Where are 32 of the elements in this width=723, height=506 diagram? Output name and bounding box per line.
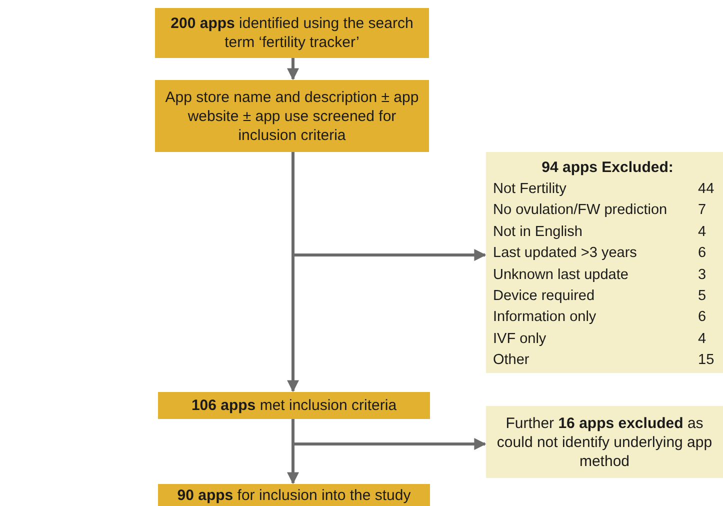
process-box xyxy=(155,80,429,152)
count-text: 3 xyxy=(698,266,708,285)
reason-text: IVF only xyxy=(493,330,548,349)
box-text: 90 apps for inclusion into the study xyxy=(177,486,411,504)
count-text: 7 xyxy=(698,201,708,220)
arrow xyxy=(287,58,299,80)
box-heading: 94 apps Excluded: xyxy=(542,158,674,178)
count-text: 4 xyxy=(698,330,708,349)
reason-text: Other xyxy=(493,351,530,370)
count-text: 15 xyxy=(698,351,716,370)
count-text: 5 xyxy=(698,287,708,306)
reason-text: Device required xyxy=(493,287,596,306)
reason-text: Not in English xyxy=(493,222,584,242)
reason-text: Last updated >3 years xyxy=(493,244,638,264)
exclusion-box xyxy=(486,152,723,373)
reason-text: Information only xyxy=(493,308,598,328)
count-text: 4 xyxy=(698,222,708,242)
process-box xyxy=(155,8,429,58)
process-box xyxy=(486,406,723,478)
box-text: Further 16 apps excluded as could not identify underlying app method xyxy=(496,414,714,470)
process-box xyxy=(158,484,430,506)
reason-text: Unknown last update xyxy=(493,266,630,285)
box-text: 106 apps met inclusion criteria xyxy=(191,396,397,415)
count-text: 6 xyxy=(698,244,708,264)
box-text: App store name and description ± app website ± app use screened for inclusion criteria xyxy=(164,88,420,144)
reason-text: No ovulation/FW prediction xyxy=(493,201,668,220)
box-text: 200 apps identified using the search term ‘fertility tracker’ xyxy=(170,14,414,52)
count-text: 6 xyxy=(698,308,708,328)
count-text: 44 xyxy=(698,180,716,199)
reason-text: Not Fertility xyxy=(493,180,568,199)
arrow xyxy=(287,152,299,392)
process-box xyxy=(158,392,430,419)
